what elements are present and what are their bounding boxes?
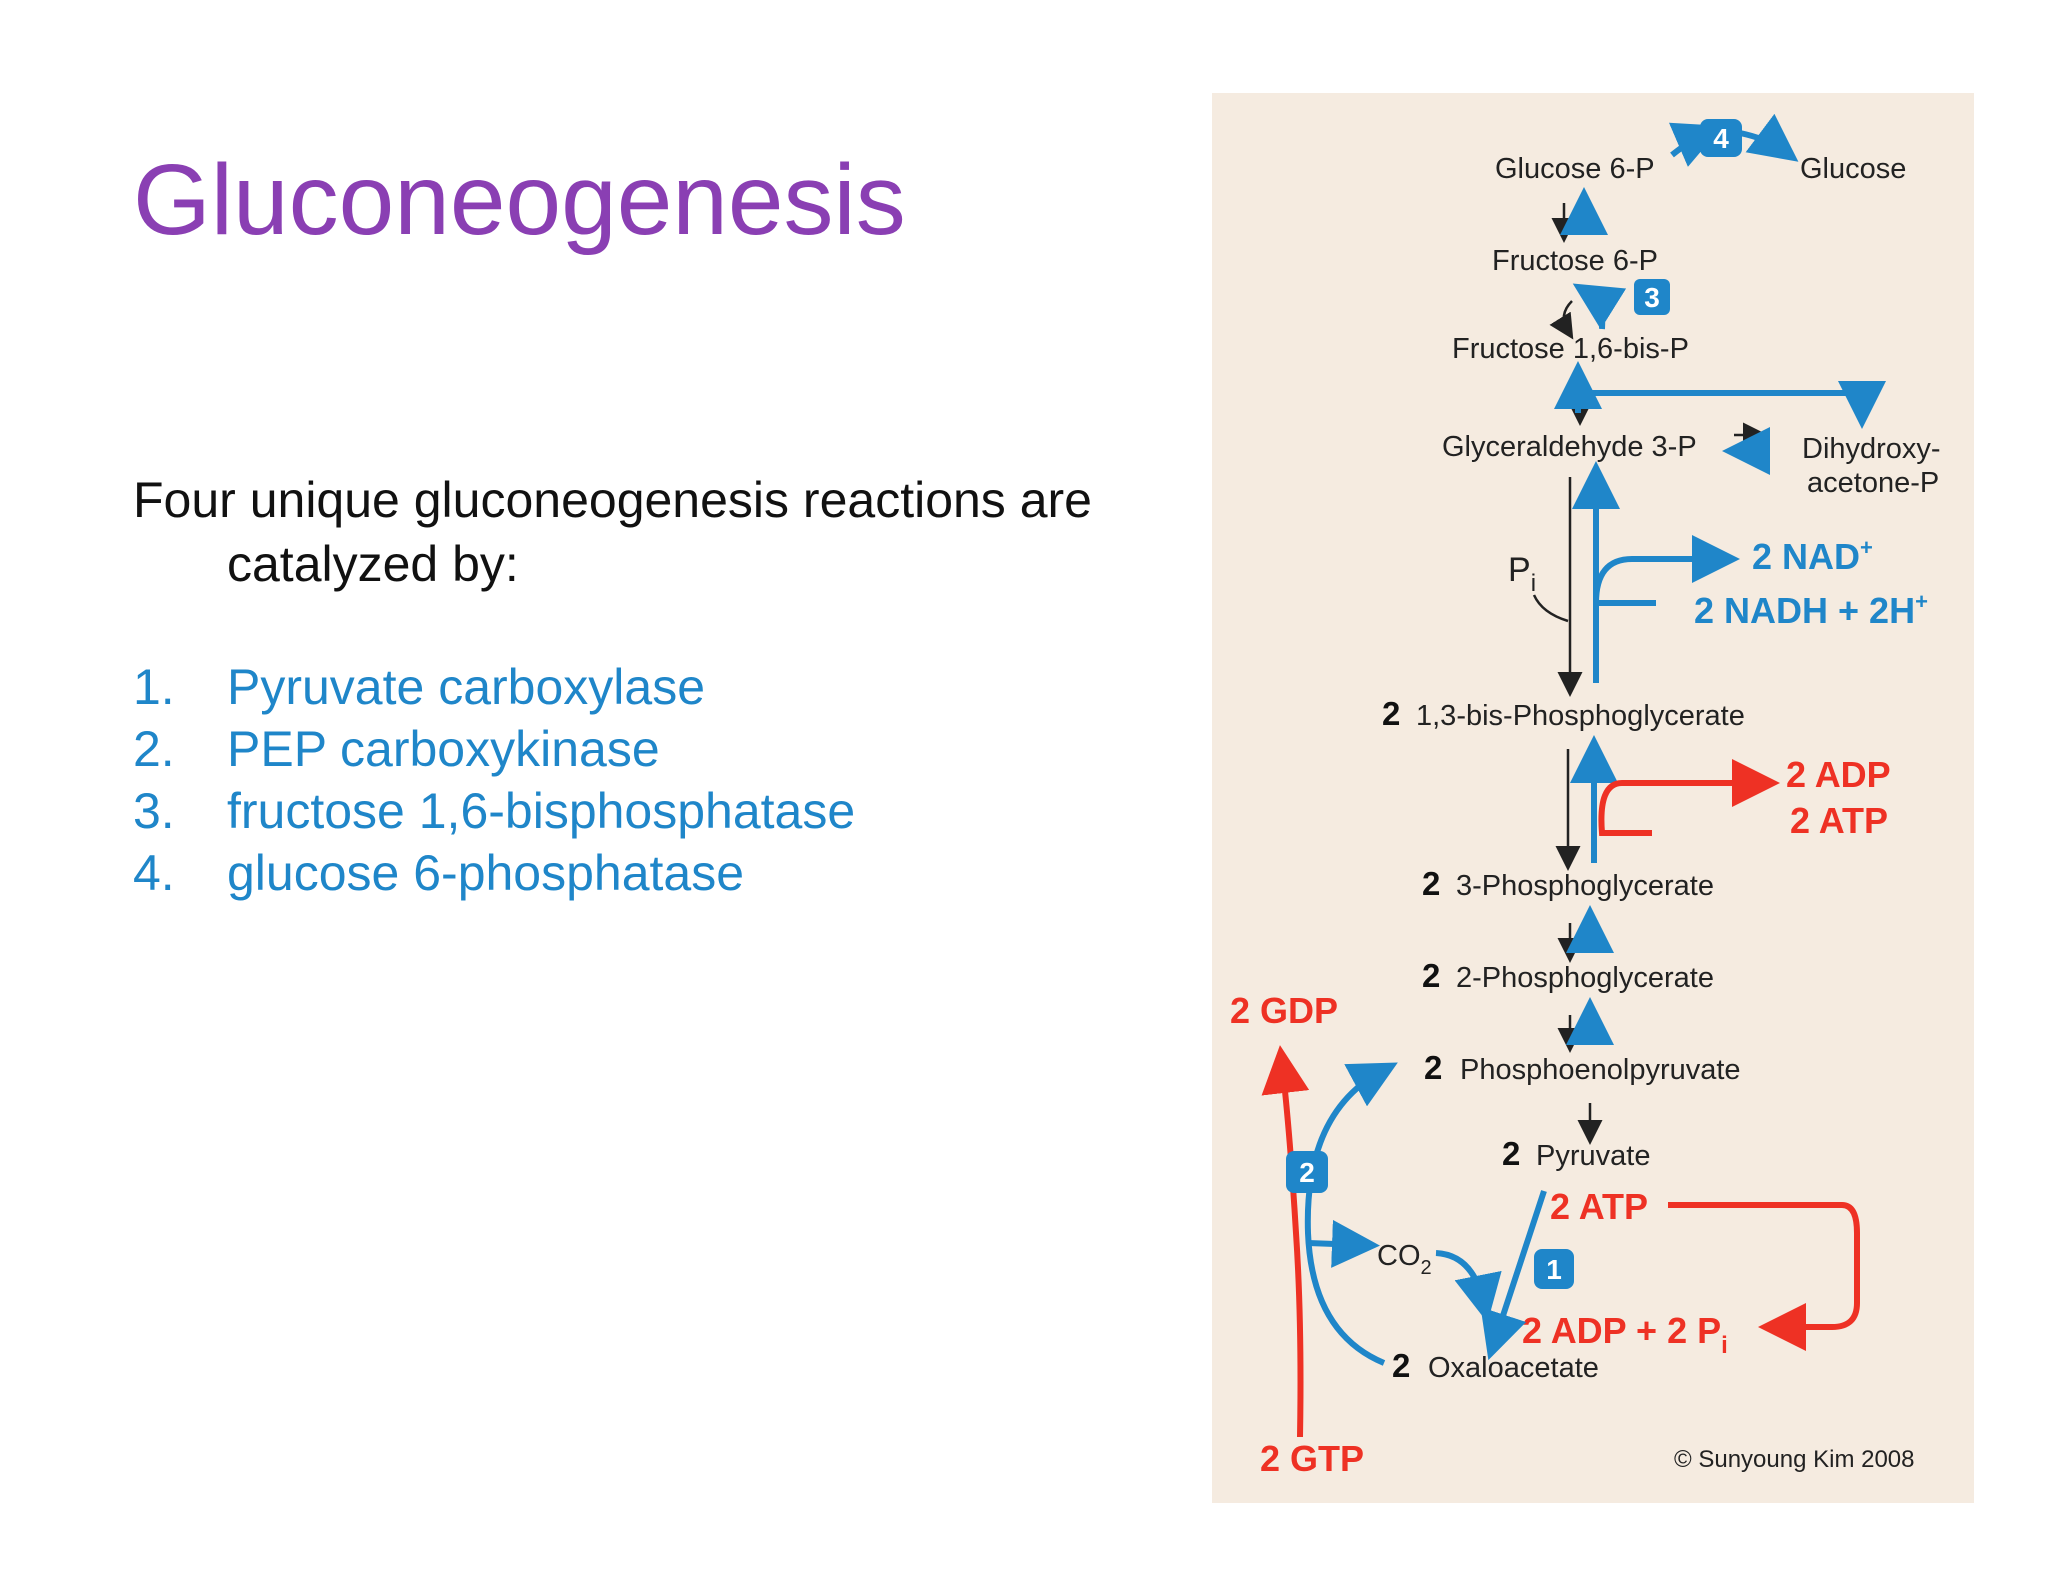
pathway-diagram: Glucose 6-P Glucose Fructose 6-P Fructos… [1212,93,1974,1503]
glucose-6p-label: Glucose 6-P [1495,153,1655,185]
gtp-label: 2 GTP [1260,1438,1364,1479]
copyright-label: © Sunyoung Kim 2008 [1674,1446,1915,1473]
adp-pi-label: 2 ADP + 2 Pi [1522,1310,1728,1359]
gtp-gdp-arrow [1261,1045,1310,1438]
atp-label: 2 ATP [1790,800,1888,841]
glyceraldehyde-3p-label: Glyceraldehyde 3-P [1442,431,1697,463]
dhap-label-line-1: Dihydroxy- [1802,433,1941,465]
co2-label: CO2 [1377,1240,1432,1279]
list-item: 3. fructose 1,6-bisphosphatase [133,780,855,842]
pi-entry-arrow [1532,594,1569,623]
pyruvate-label: Pyruvate [1536,1140,1650,1172]
intro-line-1: Four unique gluconeogenesis reactions ar… [133,472,1092,528]
list-number: 2. [133,721,175,777]
aldolase-arrow [1578,380,1886,429]
enzyme-badge-1: 1 [1534,1249,1574,1289]
co2-output-arrow [1307,1219,1380,1268]
nad-output-arrow [1593,535,1740,604]
gdp-label: 2 GDP [1230,990,1338,1031]
adp-label: 2 ADP [1786,754,1891,795]
enzyme-badge-3: 3 [1634,279,1670,315]
fructose-6p-label: Fructose 6-P [1492,245,1658,277]
page-title: Gluconeogenesis [133,144,906,256]
intro-line-2: catalyzed by: [227,536,519,592]
svg-text:4: 4 [1713,123,1729,154]
enzyme-label: fructose 1,6-bisphosphatase [227,783,856,839]
count-label: 2 [1422,865,1440,902]
svg-text:2: 2 [1299,1157,1315,1188]
atp2-label: 2 ATP [1550,1186,1648,1227]
glucose-label: Glucose [1800,153,1906,185]
count-label: 2 [1502,1135,1520,1172]
list-number: 4. [133,845,175,901]
svg-text:3: 3 [1644,282,1660,313]
nad-label: 2 NAD+ [1752,535,1873,577]
fructose-16bp-label: Fructose 1,6-bis-P [1452,333,1689,365]
list-item: 2. PEP carboxykinase [133,718,855,780]
list-item: 1. Pyruvate carboxylase [133,656,855,718]
count-label: 2 [1382,695,1400,732]
pathway-svg: Glucose 6-P Glucose Fructose 6-P Fructos… [1230,113,1941,1479]
list-item: 4. glucose 6-phosphatase [133,842,855,904]
nadh-label: 2 NADH + 2H+ [1694,589,1928,631]
enzyme-badge-2: 2 [1286,1151,1328,1193]
count-label: 2 [1422,957,1440,994]
list-number: 3. [133,783,175,839]
enzyme-label: PEP carboxykinase [227,721,660,777]
count-label: 2 [1424,1049,1442,1086]
pepck-arrow [1304,1062,1398,1366]
pg3-label: 3-Phosphoglycerate [1456,870,1714,902]
pyruvate-carboxylase-arrow [1480,1190,1547,1361]
pep-label: Phosphoenolpyruvate [1460,1054,1741,1086]
svg-text:1: 1 [1546,1254,1562,1285]
dhap-label-line-2: acetone-P [1807,467,1939,499]
count-label: 2 [1392,1347,1410,1384]
enzyme-label: glucose 6-phosphatase [227,845,745,901]
glucose6p-to-glucose-arrow [1739,113,1799,162]
list-number: 1. [133,659,175,715]
enzyme-label: Pyruvate carboxylase [227,659,706,715]
oxaloacetate-label: Oxaloacetate [1428,1352,1599,1384]
fbpase-arrow [1572,283,1627,330]
co2-input-arrow [1435,1250,1502,1323]
atp-hydrolysis-arrow [1668,1202,1860,1351]
intro-text: Four unique gluconeogenesis reactions ar… [133,468,1143,596]
atp-adp-arrow [1598,759,1780,836]
pi-label: Pi [1508,551,1536,597]
pg2-label: 2-Phosphoglycerate [1456,962,1714,994]
glycolysis-arrow [1549,300,1574,340]
enzyme-list: 1. Pyruvate carboxylase 2. PEP carboxykina… [133,656,855,904]
bpg13-label: 1,3-bis-Phosphoglycerate [1416,700,1745,732]
enzyme-badge-4: 4 [1700,119,1742,157]
